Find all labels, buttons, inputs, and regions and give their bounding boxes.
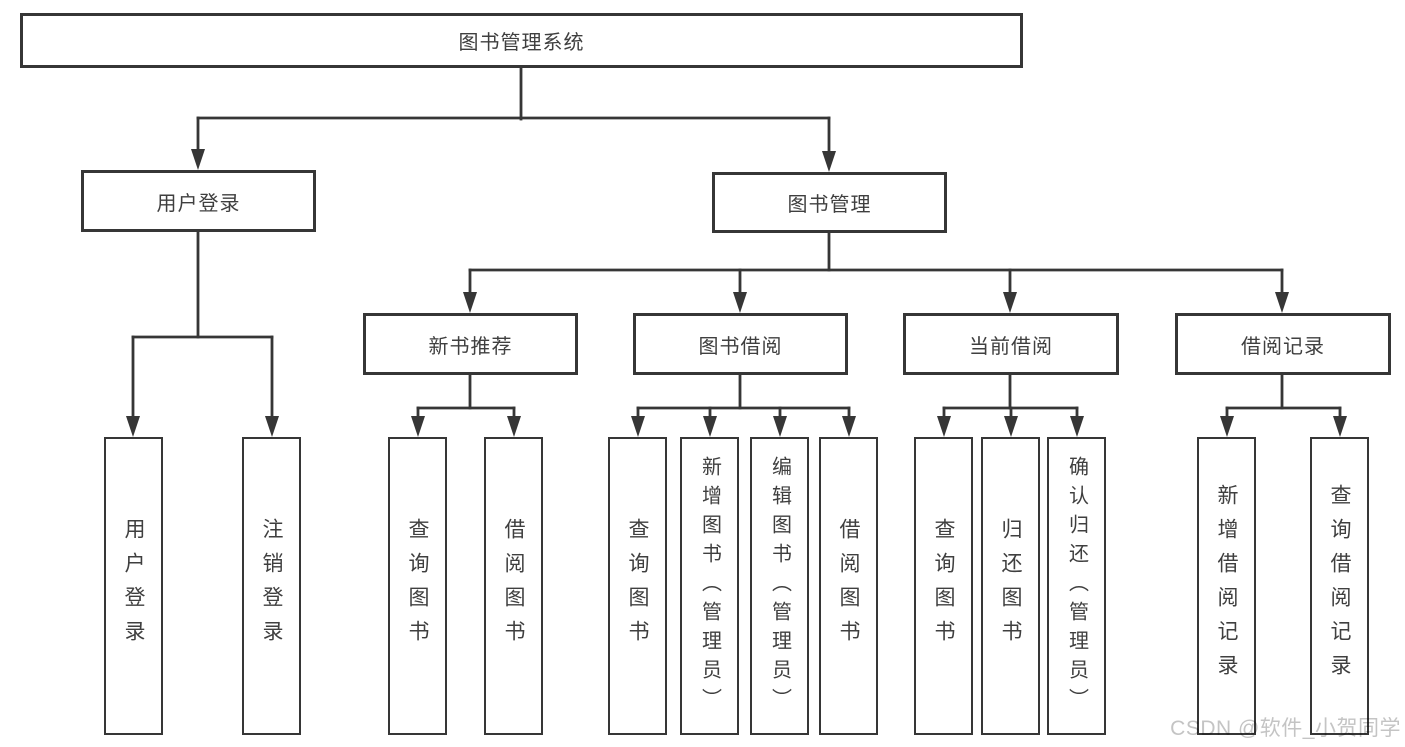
leaf-query-books-3: 查询图书 xyxy=(914,437,973,735)
leaf-logout: 注销登录 xyxy=(242,437,301,735)
leaf-label: 用户登录 xyxy=(122,518,145,654)
leaf-label: 新增图书（管理员） xyxy=(698,455,721,717)
leaf-query-books-1: 查询图书 xyxy=(388,437,447,735)
leaf-add-book-admin: 新增图书（管理员） xyxy=(680,437,739,735)
leaf-user-login: 用户登录 xyxy=(104,437,163,735)
node-new-book-recommend: 新书推荐 xyxy=(363,313,578,375)
leaf-label: 查询图书 xyxy=(932,518,955,654)
node-root: 图书管理系统 xyxy=(20,13,1023,68)
node-user-login: 用户登录 xyxy=(81,170,316,232)
leaf-borrow-books-1: 借阅图书 xyxy=(484,437,543,735)
leaf-label: 注销登录 xyxy=(260,518,283,654)
leaf-edit-book-admin: 编辑图书（管理员） xyxy=(750,437,809,735)
node-borrowing-records: 借阅记录 xyxy=(1175,313,1391,375)
leaf-label: 查询图书 xyxy=(626,518,649,654)
node-label: 用户登录 xyxy=(156,192,241,215)
leaf-label: 查询借阅记录 xyxy=(1328,484,1351,688)
node-label: 图书管理 xyxy=(787,194,872,216)
node-current-borrowing: 当前借阅 xyxy=(903,313,1119,375)
node-label: 图书管理系统 xyxy=(458,32,585,54)
watermark: CSDN @软件_小贺同学 xyxy=(1170,717,1401,740)
node-label: 图书借阅 xyxy=(698,335,783,358)
node-label: 借阅记录 xyxy=(1241,335,1325,358)
leaf-add-borrow-record: 新增借阅记录 xyxy=(1197,437,1256,735)
node-book-borrowing: 图书借阅 xyxy=(633,313,848,375)
leaf-label: 借阅图书 xyxy=(502,518,525,654)
node-label: 当前借阅 xyxy=(969,335,1053,358)
node-book-management: 图书管理 xyxy=(712,172,947,233)
leaf-query-borrow-record: 查询借阅记录 xyxy=(1310,437,1369,735)
leaf-label: 编辑图书（管理员） xyxy=(768,455,791,717)
leaf-return-book: 归还图书 xyxy=(981,437,1040,735)
leaf-label: 确认归还（管理员） xyxy=(1065,455,1088,717)
leaf-confirm-return-admin: 确认归还（管理员） xyxy=(1047,437,1106,735)
leaf-label: 查询图书 xyxy=(406,518,429,654)
node-label: 新书推荐 xyxy=(428,335,513,358)
leaf-query-books-2: 查询图书 xyxy=(608,437,667,735)
leaf-label: 新增借阅记录 xyxy=(1215,484,1238,688)
leaf-label: 借阅图书 xyxy=(837,518,860,654)
leaf-label: 归还图书 xyxy=(999,518,1022,654)
leaf-borrow-books-2: 借阅图书 xyxy=(819,437,878,735)
